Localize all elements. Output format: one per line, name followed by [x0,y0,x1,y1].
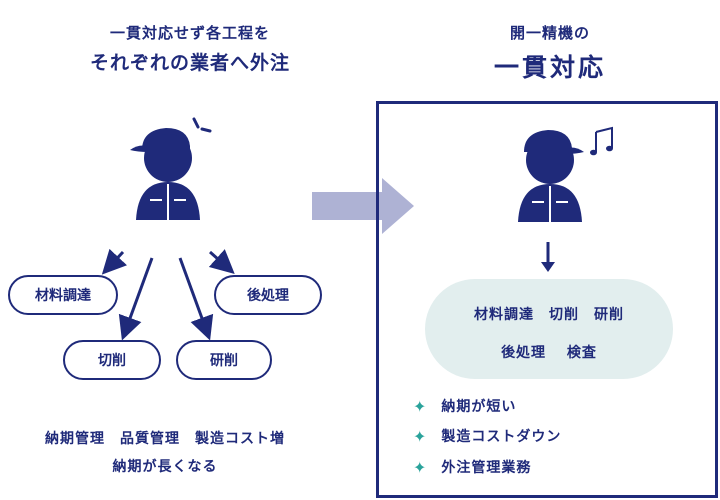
benefit-label: 製造コストダウン [441,429,562,445]
worker-with-cap-icon [130,128,200,220]
process-pill-zairyo: 材料調達 [8,275,118,315]
sweat-drop-icon [192,117,212,133]
benefit-label: 納期が短い [441,399,517,415]
worker-with-cap-icon-right [518,130,584,222]
music-note-icon [590,126,613,156]
arrow-to-kensaku [178,257,214,341]
sparkle-star-icon: ✦ [413,426,428,446]
process-pill-kensaku: 研削 [176,340,272,380]
arrow-to-zairyo [101,248,128,275]
transition-arrow [312,178,414,234]
benefit-item: ✦ 外注管理業務 [413,457,531,477]
integrated-process-cloud [425,279,673,379]
left-title-line1: 一貫対応せず各工程を [109,24,270,42]
sparkle-star-icon: ✦ [413,396,428,416]
cloud-line2: 後処理 検査 [501,345,597,361]
down-arrow [541,242,555,272]
arrow-to-sessaku [118,257,154,341]
left-title-line2: それぞれの業者へ外注 [89,52,290,74]
right-title-line1: 開一精機の [509,24,590,42]
benefit-label: 外注管理業務 [441,460,532,476]
sparkle-star-icon: ✦ [413,457,428,477]
right-panel-frame [376,101,718,498]
problems-line1: 納期管理 品質管理 製造コスト増 [45,431,285,447]
benefit-item: ✦ 納期が短い [413,396,516,416]
right-title-line2: 一貫対応 [493,53,606,82]
benefit-item: ✦ 製造コストダウン [413,426,561,446]
arrow-to-koshori [208,249,235,274]
problems-line2: 納期が長くなる [112,459,218,475]
process-pill-sessaku: 切削 [63,340,161,380]
process-pill-koshori: 後処理 [214,275,322,315]
cloud-line1: 材料調達 切削 研削 [474,307,624,323]
